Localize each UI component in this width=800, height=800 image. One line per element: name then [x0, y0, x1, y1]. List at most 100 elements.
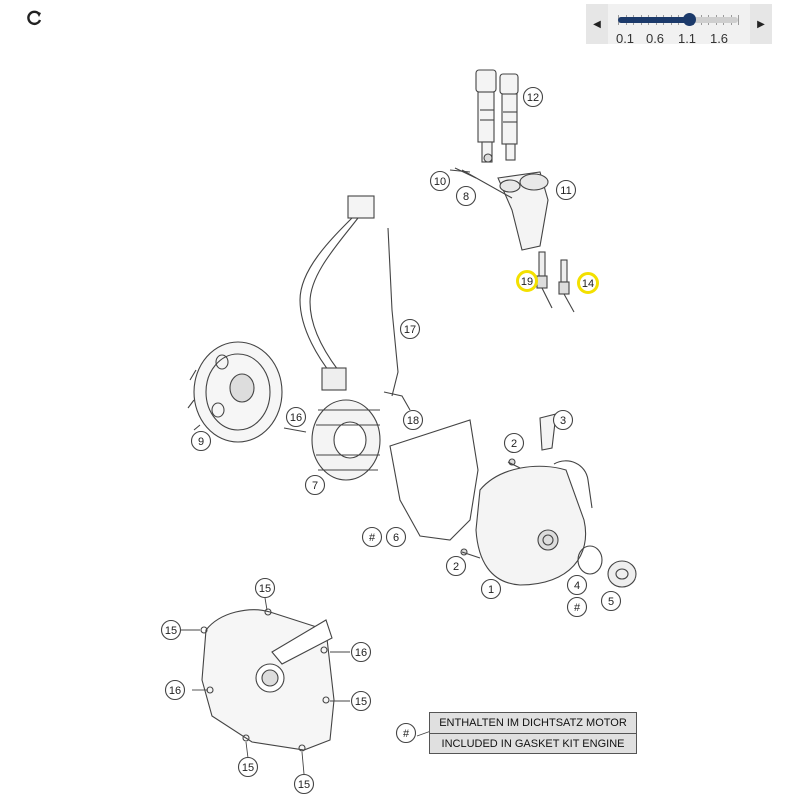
callout-circle — [429, 170, 451, 192]
zoom-slider-track[interactable] — [618, 13, 738, 26]
zoom-slider-handle[interactable] — [682, 13, 696, 26]
callout-17[interactable]: 17 — [399, 318, 421, 340]
callout-10[interactable]: 10 — [429, 170, 451, 192]
zoom-label: 0.1 — [615, 31, 635, 46]
ignition-coil-part[interactable] — [475, 69, 519, 163]
bracket-part[interactable] — [539, 413, 557, 451]
o-ring-part[interactable] — [577, 545, 603, 575]
callout-15a[interactable]: 15 — [254, 577, 276, 599]
throttle-body-part[interactable] — [454, 153, 549, 251]
callout-circle — [566, 574, 588, 596]
callout-label: 12 — [527, 92, 539, 104]
callout-19[interactable]: 19 — [516, 270, 538, 292]
callout-circle — [254, 577, 276, 599]
plug-part[interactable] — [607, 560, 637, 588]
zoom-tick — [738, 15, 739, 25]
gasket-part[interactable] — [389, 419, 479, 541]
callout-circle — [350, 690, 372, 712]
callout-label: 4 — [574, 580, 580, 592]
zoom-out-button[interactable]: ◀ — [586, 4, 608, 44]
callout-3[interactable]: 3 — [552, 409, 574, 431]
callout-16c[interactable]: 16 — [164, 679, 186, 701]
callout-label: 7 — [312, 480, 318, 492]
zoom-label: 0.6 — [645, 31, 665, 46]
callout-11[interactable]: 11 — [555, 179, 577, 201]
callout-label: 1 — [488, 584, 494, 596]
callout-8[interactable]: 8 — [455, 185, 477, 207]
callout-circle — [516, 270, 538, 292]
bolt-part[interactable] — [507, 461, 521, 469]
callout-circle — [361, 526, 383, 548]
callout-label: 2 — [511, 438, 517, 450]
gasket-kit-legend: ENTHALTEN IM DICHTSATZ MOTOR INCLUDED IN… — [429, 712, 637, 754]
chevron-right-icon: ▶ — [757, 18, 765, 30]
callout-15e[interactable]: 15 — [293, 773, 315, 795]
callout-18[interactable]: 18 — [402, 409, 424, 431]
callout-label: 9 — [198, 436, 204, 448]
callout-circle — [190, 430, 212, 452]
callout-14[interactable]: 14 — [577, 272, 599, 294]
callout-12[interactable]: 12 — [522, 86, 544, 108]
callout-circle — [503, 432, 525, 454]
bolt-part[interactable] — [461, 551, 481, 559]
callout-9[interactable]: 9 — [190, 430, 212, 452]
refresh-icon[interactable] — [24, 8, 44, 28]
callout-15c[interactable]: 15 — [350, 690, 372, 712]
wiring-harness-part[interactable] — [299, 195, 411, 411]
callout-circle — [164, 679, 186, 701]
chevron-left-icon: ◀ — [593, 18, 601, 30]
callout-hash4[interactable]: # — [566, 596, 588, 618]
bolt-part[interactable] — [449, 169, 471, 173]
callout-label: 11 — [560, 185, 571, 197]
callout-circle — [552, 409, 574, 431]
callout-label: 10 — [434, 176, 446, 188]
callout-16a[interactable]: 16 — [285, 406, 307, 428]
callout-label: 15 — [165, 625, 177, 637]
callout-label: 2 — [453, 561, 459, 573]
callout-label: 15 — [298, 779, 310, 791]
callout-circle — [577, 272, 599, 294]
callout-label: # — [403, 728, 410, 740]
callout-2a[interactable]: 2 — [503, 432, 525, 454]
callout-5[interactable]: 5 — [600, 590, 622, 612]
callout-circle — [445, 555, 467, 577]
callout-label: 5 — [608, 596, 614, 608]
callout-16b[interactable]: 16 — [350, 641, 372, 663]
callout-2b[interactable]: 2 — [445, 555, 467, 577]
callout-circle — [395, 722, 417, 744]
callout-15d[interactable]: 15 — [237, 756, 259, 778]
callout-label: 14 — [582, 278, 594, 290]
callout-1[interactable]: 1 — [480, 578, 502, 600]
zoom-slider-fill — [618, 17, 689, 23]
spark-plug-part[interactable] — [536, 251, 575, 313]
callout-circle — [350, 641, 372, 663]
cover-outline-part[interactable] — [200, 608, 335, 752]
zoom-label: 1.6 — [709, 31, 729, 46]
callout-label: 15 — [242, 762, 254, 774]
rotor-part[interactable] — [187, 341, 283, 443]
callout-circle — [237, 756, 259, 778]
callout-label: 6 — [393, 532, 399, 544]
zoom-control: ◀ 0.1 0.6 1.1 1.6 ▶ — [586, 4, 772, 46]
callout-hashL[interactable]: # — [395, 722, 417, 744]
callout-label: 3 — [560, 415, 566, 427]
zoom-in-button[interactable]: ▶ — [750, 4, 772, 44]
callout-15b[interactable]: 15 — [160, 619, 182, 641]
leader-lines — [181, 597, 432, 775]
stator-part[interactable] — [283, 367, 381, 481]
callout-hash6[interactable]: # — [361, 526, 383, 548]
callout-6[interactable]: 6 — [385, 526, 407, 548]
callout-label: # — [369, 532, 376, 544]
callout-7[interactable]: 7 — [304, 474, 326, 496]
callout-circle — [566, 596, 588, 618]
callout-label: 18 — [407, 415, 419, 427]
callout-circle — [285, 406, 307, 428]
legend-line-english: INCLUDED IN GASKET KIT ENGINE — [430, 733, 636, 754]
callout-circle — [555, 179, 577, 201]
callout-4[interactable]: 4 — [566, 574, 588, 596]
callout-label: 15 — [259, 583, 271, 595]
generator-cover-part[interactable] — [460, 458, 593, 586]
callout-circle — [455, 185, 477, 207]
